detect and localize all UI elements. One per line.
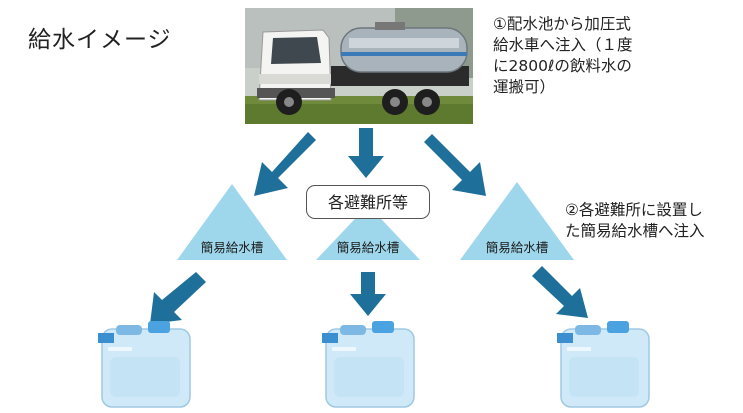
arrow-left-tank-to-jug: [150, 272, 206, 324]
note-truck-line-4: 運搬可）: [493, 78, 556, 96]
water-truck-photo: [245, 8, 473, 124]
note-truck-supply: ①配水池から加圧式 給水車へ注入（１度 に2800ℓの飲料水の 運搬可）: [493, 14, 708, 98]
water-jug-center-icon: [322, 321, 415, 408]
simple-tank-left-shape: [177, 184, 287, 260]
simple-tank-center-label: 簡易給水槽: [336, 240, 400, 255]
arrow-truck-to-right-tank: [424, 134, 486, 196]
note-shelter-line-2: た簡易給水槽へ注入: [565, 222, 705, 240]
simple-tank-right-label: 簡易給水槽: [485, 240, 549, 255]
page-title: 給水イメージ: [28, 27, 172, 53]
arrow-right-tank-to-jug: [532, 266, 588, 318]
note-shelter-line-1: ②各避難所に設置し: [565, 201, 703, 219]
water-jug-right-icon: [557, 321, 650, 408]
arrow-truck-to-center-tank: [348, 128, 384, 178]
arrow-truck-to-left-tank: [254, 132, 316, 196]
simple-tank-center-shape: [316, 205, 420, 260]
note-truck-line-2: 給水車へ注入（１度: [493, 36, 633, 54]
note-truck-line-3: に2800ℓの飲料水の: [493, 57, 632, 75]
water-jug-left-icon: [98, 321, 191, 408]
shelter-box: 各避難所等: [306, 185, 430, 219]
note-truck-line-1: ①配水池から加圧式: [493, 15, 631, 33]
arrow-center-tank-to-jug: [350, 272, 386, 316]
note-shelter-supply: ②各避難所に設置し た簡易給水槽へ注入: [565, 200, 743, 242]
simple-tank-left-label: 簡易給水槽: [200, 240, 264, 255]
simple-tank-right-shape: [460, 182, 574, 260]
